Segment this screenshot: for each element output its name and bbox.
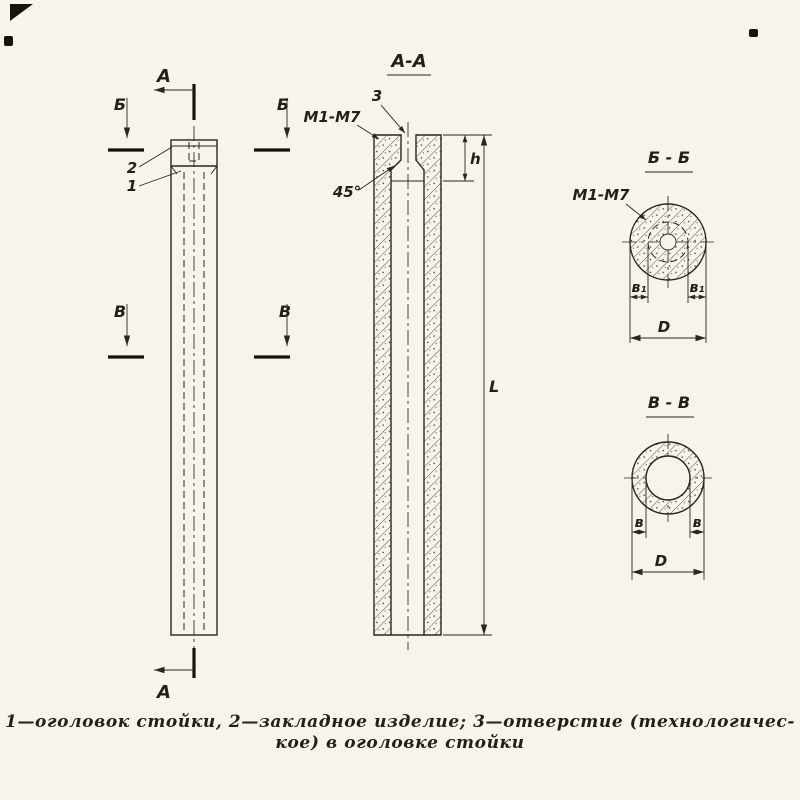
callout-2-label: 2: [127, 159, 137, 177]
outer-circle: [629, 203, 707, 281]
hole-chamfer-line: [415, 159, 425, 171]
callout-2-leader: [138, 146, 173, 168]
scan-artifact-right-edge: [749, 29, 758, 37]
dim-D-bb-label: D: [658, 318, 670, 336]
callout-3-leader: [380, 104, 406, 134]
head-hatch-right: [416, 135, 424, 170]
embed-items-leader-bb: [625, 203, 647, 221]
scan-artifacts: [4, 4, 758, 46]
technological-hole-circle: [659, 233, 677, 251]
dim-v-left-label: в: [635, 515, 644, 531]
inner-cavity-circle: [645, 455, 691, 501]
wall-hatch-right: [424, 135, 441, 635]
embed-items-label-bb: М1-М7: [573, 186, 631, 204]
caption-line-2: кое) в оголовке стойки: [275, 733, 524, 753]
drawing-caption: 1—оголовок стойки, 2—закладное изделие; …: [5, 712, 795, 753]
dim-D-vv-label: D: [655, 552, 667, 570]
section-marker-v-right-label: В: [279, 302, 291, 321]
section-marker-a-top-label: А: [155, 66, 171, 87]
scan-artifact-left-edge: [4, 36, 13, 46]
section-vv-title: В - В: [648, 393, 690, 412]
wall-hatch-left: [374, 135, 391, 635]
section-bb-view: Б - Б М1-М7 в₁ в₁ D: [573, 148, 714, 343]
section-aa-view: А-А М1-М7 3 45° h L: [304, 51, 499, 650]
dim-L-label: L: [489, 377, 499, 396]
embed-items-leader: [356, 124, 380, 140]
callout-1-label: 1: [127, 177, 137, 195]
chamfer-angle-label: 45°: [332, 183, 361, 201]
dim-v-right-label: в: [693, 515, 702, 531]
dim-v1-left-label: в₁: [632, 280, 647, 296]
head-hatch-left: [391, 135, 401, 170]
scan-artifact-corner: [10, 4, 33, 21]
callout-3-label: 3: [372, 87, 382, 105]
elevation-view: А А Б Б В В 2 1: [108, 66, 291, 703]
dim-h-label: h: [470, 150, 481, 168]
column-outline: [170, 139, 218, 636]
section-vv-view: В - В в в D: [624, 393, 712, 580]
section-marker-v-left-label: В: [114, 302, 126, 321]
hidden-cavity-circle: [647, 221, 689, 263]
caption-line-1: 1—оголовок стойки, 2—закладное изделие; …: [5, 712, 795, 732]
section-bb-title: Б - Б: [648, 148, 690, 167]
chamfer-angle-leader: [358, 165, 395, 191]
callout-1-leader: [138, 170, 182, 187]
section-marker-a-bottom-label: А: [155, 682, 171, 703]
outer-circle: [631, 441, 705, 515]
head-chamfer-right: [210, 165, 218, 175]
dim-v1-right-label: в₁: [690, 280, 705, 296]
section-aa-title: А-А: [389, 51, 426, 72]
section-marker-b-right-label: Б: [277, 95, 289, 114]
section-marker-b-left-label: Б: [114, 95, 126, 114]
embed-items-label: М1-М7: [304, 108, 362, 126]
